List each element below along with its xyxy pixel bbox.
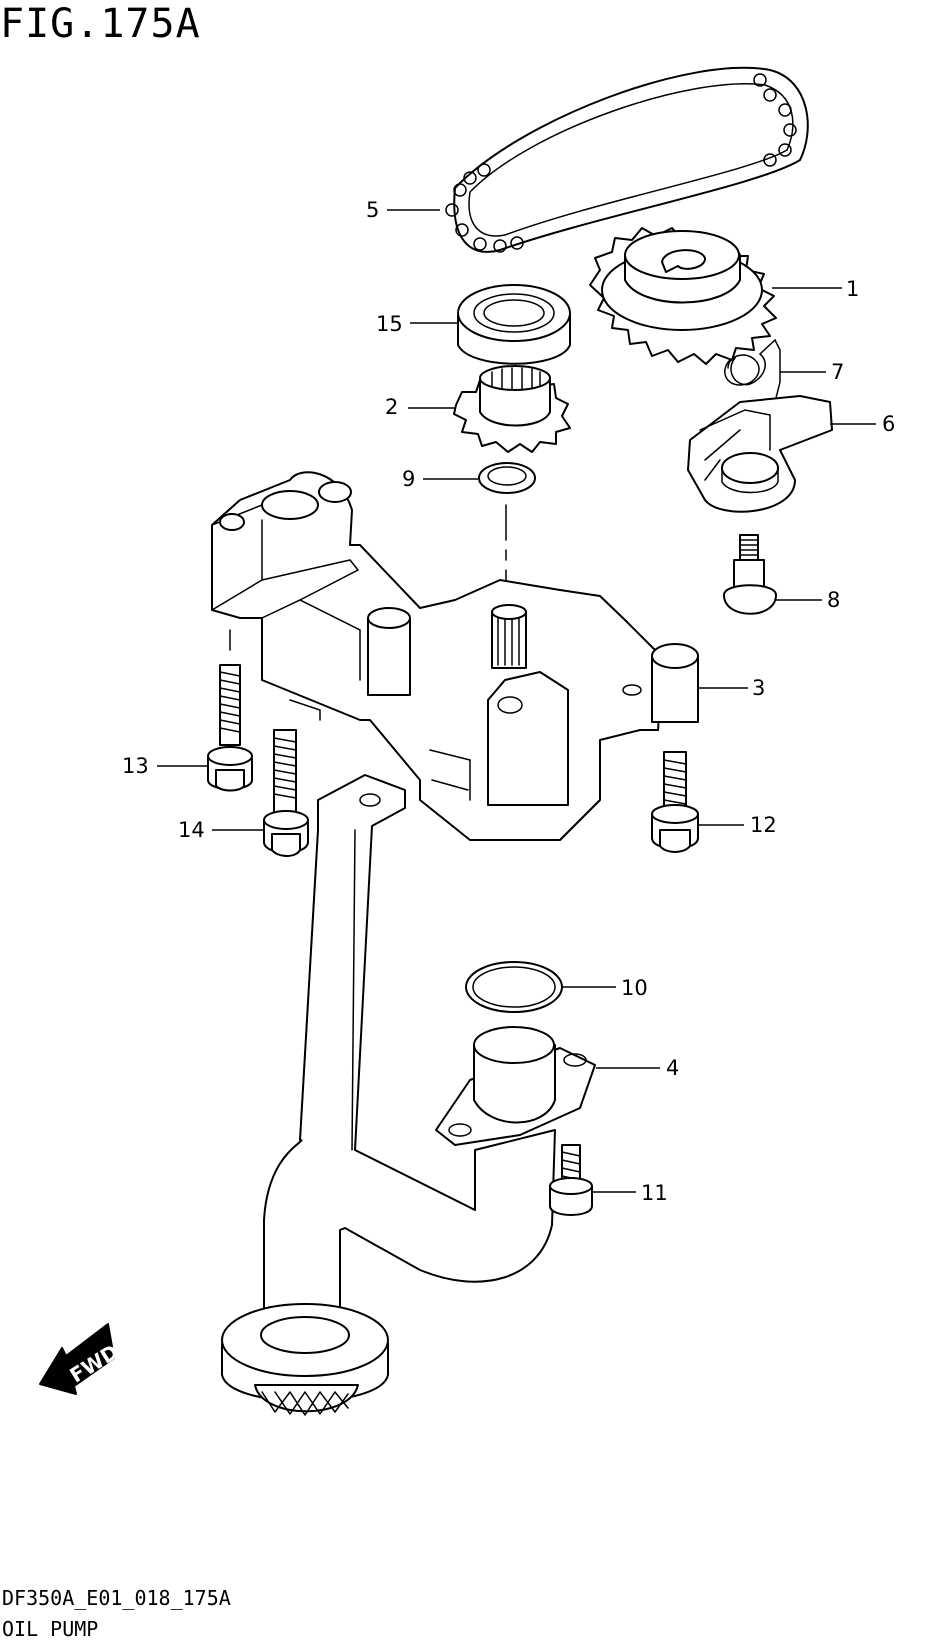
callout-2: 2 (385, 395, 398, 419)
callout-13: 13 (122, 754, 149, 778)
drawing-code: DF350A_E01_018_175A (2, 1586, 231, 1610)
chain-tensioner[interactable] (687, 395, 833, 513)
washer[interactable] (478, 462, 536, 494)
callout-10: 10 (621, 976, 648, 1000)
o-ring[interactable] (465, 961, 563, 1013)
callout-14: 14 (178, 818, 205, 842)
shoulder-bolt[interactable] (723, 534, 777, 615)
oil-pump-body[interactable] (211, 471, 699, 841)
callout-4: 4 (666, 1056, 679, 1080)
flange-bolt-11[interactable] (549, 1144, 593, 1216)
callout-7: 7 (831, 360, 844, 384)
callout-12: 12 (750, 813, 777, 837)
callout-1: 1 (846, 277, 859, 301)
flange-bolt-14[interactable] (263, 729, 309, 857)
callout-6: 6 (882, 412, 895, 436)
drive-sprocket[interactable] (453, 365, 571, 453)
flange-bolt-12[interactable] (651, 751, 699, 853)
callout-8: 8 (827, 588, 840, 612)
forward-direction-arrow: FWD (39, 1323, 123, 1395)
callout-9: 9 (402, 467, 415, 491)
callout-5: 5 (366, 198, 379, 222)
flange-bolt-13[interactable] (207, 664, 253, 792)
callout-3: 3 (752, 676, 765, 700)
figure-title: FIG.175A (0, 1, 201, 47)
torsion-spring[interactable] (724, 338, 781, 399)
timing-chain[interactable] (445, 66, 809, 253)
oil-strainer[interactable] (221, 774, 596, 1416)
callout-11: 11 (641, 1181, 668, 1205)
driven-sprocket[interactable] (589, 227, 777, 365)
leader-lines (157, 209, 876, 1193)
bearing[interactable] (457, 284, 571, 365)
drawing-name: OIL PUMP (2, 1617, 99, 1641)
callout-15: 15 (376, 312, 403, 336)
